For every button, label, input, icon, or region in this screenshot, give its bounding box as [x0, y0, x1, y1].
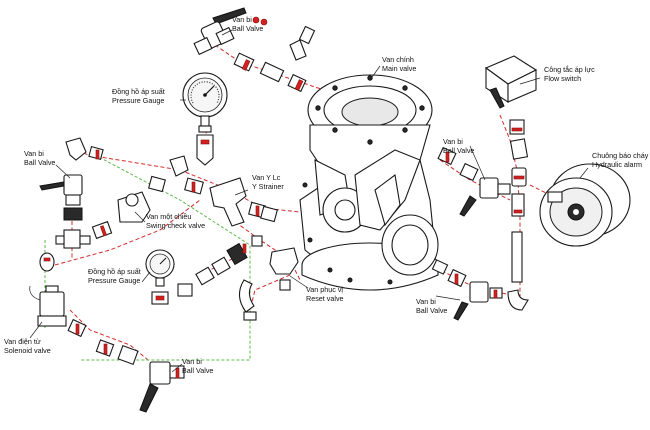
- label-y-strainer-en: Y Strainer: [252, 181, 284, 191]
- ball-valve-right-icon: [437, 146, 529, 311]
- label-flow-switch-vi: Công tắc áp lực: [544, 65, 595, 74]
- label-ball-valve-top-vi: Van bi: [232, 15, 252, 24]
- label-solenoid-valve: Van điện từ Solenoid valve: [4, 337, 51, 355]
- label-pressure-gauge-top-vi: Đồng hồ áp suất: [112, 87, 165, 96]
- solenoid-valve-icon: [29, 285, 87, 338]
- hydraulic-alarm-icon: [539, 163, 631, 247]
- label-ball-valve-left: Van bi Ball Valve: [24, 149, 56, 167]
- leader-lines: [29, 29, 589, 373]
- label-flow-switch: Công tắc áp lực Flow switch: [544, 65, 595, 83]
- label-ball-valve-bottom-en: Ball Valve: [182, 365, 214, 375]
- label-pressure-gauge-mid-vi: Đồng hồ áp suất: [88, 267, 141, 276]
- label-main-valve-en: Main valve: [382, 63, 417, 73]
- label-hydraulic-alarm: Chuông báo cháy Hydraulic alarm: [592, 151, 649, 169]
- label-ball-valve-left-en: Ball Valve: [24, 157, 56, 167]
- label-main-valve-vi: Van chính: [382, 55, 414, 64]
- label-main-valve: Van chính Main valve: [382, 55, 417, 73]
- ball-valve-lower-right-icon: [431, 259, 503, 321]
- label-ball-valve-top-en: Ball Valve: [232, 23, 264, 33]
- label-pressure-gauge-top: Đồng hồ áp suất Pressure Gauge: [112, 87, 165, 105]
- label-flow-switch-en: Flow switch: [544, 73, 582, 83]
- label-ball-valve-right: Van bi Ball Valve: [443, 137, 475, 155]
- ball-valve-top-icon: [193, 7, 247, 56]
- label-ball-valve-right-en: Ball Valve: [443, 145, 475, 155]
- ball-valve-left-icon: [39, 137, 104, 272]
- label-reset-valve: Van phục vị Reset valve: [306, 285, 344, 303]
- label-ball-valve-right-vi: Van bi: [443, 137, 463, 146]
- label-swing-check-valve-vi: Van một chiều: [146, 212, 192, 221]
- label-ball-valve-left-vi: Van bi: [24, 149, 44, 158]
- label-reset-valve-vi: Van phục vị: [306, 285, 344, 294]
- main-valve-icon: [299, 74, 439, 291]
- y-strainer-icon: [148, 155, 278, 227]
- pressure-gauge-mid-icon: [145, 242, 248, 305]
- label-pressure-gauge-mid-en: Pressure Gauge: [88, 275, 141, 285]
- swing-check-valve-icon: [91, 191, 151, 240]
- label-reset-valve-en: Reset valve: [306, 293, 344, 303]
- label-pressure-gauge-mid: Đồng hồ áp suất Pressure Gauge: [88, 267, 141, 285]
- label-ball-valve-bottom: Van bi Ball Valve: [182, 357, 214, 375]
- label-y-strainer: Van Y Lc Y Strainer: [252, 173, 284, 191]
- label-ball-valve-top: Van bi Ball Valve: [232, 15, 264, 33]
- pressure-gauge-top-icon: [182, 72, 228, 166]
- label-ball-valve-lower-right-en: Ball Valve: [416, 305, 448, 315]
- label-hydraulic-alarm-vi: Chuông báo cháy: [592, 151, 649, 160]
- label-swing-check-valve: Van một chiều Swing check valve: [146, 212, 206, 230]
- label-ball-valve-bottom-vi: Van bi: [182, 357, 202, 366]
- label-hydraulic-alarm-en: Hydraulic alarm: [592, 159, 642, 169]
- label-ball-valve-lower-right-vi: Van bi: [416, 297, 436, 306]
- label-pressure-gauge-top-en: Pressure Gauge: [112, 95, 165, 105]
- label-y-strainer-vi: Van Y Lc: [252, 173, 281, 182]
- label-solenoid-valve-vi: Van điện từ: [4, 337, 41, 346]
- upper-fittings: [233, 16, 316, 93]
- reset-valve-icon: [238, 235, 299, 321]
- label-solenoid-valve-en: Solenoid valve: [4, 345, 51, 355]
- label-ball-valve-lower-right: Van bi Ball Valve: [416, 297, 448, 315]
- label-swing-check-valve-en: Swing check valve: [146, 220, 206, 230]
- ball-valve-bottom-icon: [95, 339, 185, 413]
- flow-switch-icon: [484, 55, 538, 160]
